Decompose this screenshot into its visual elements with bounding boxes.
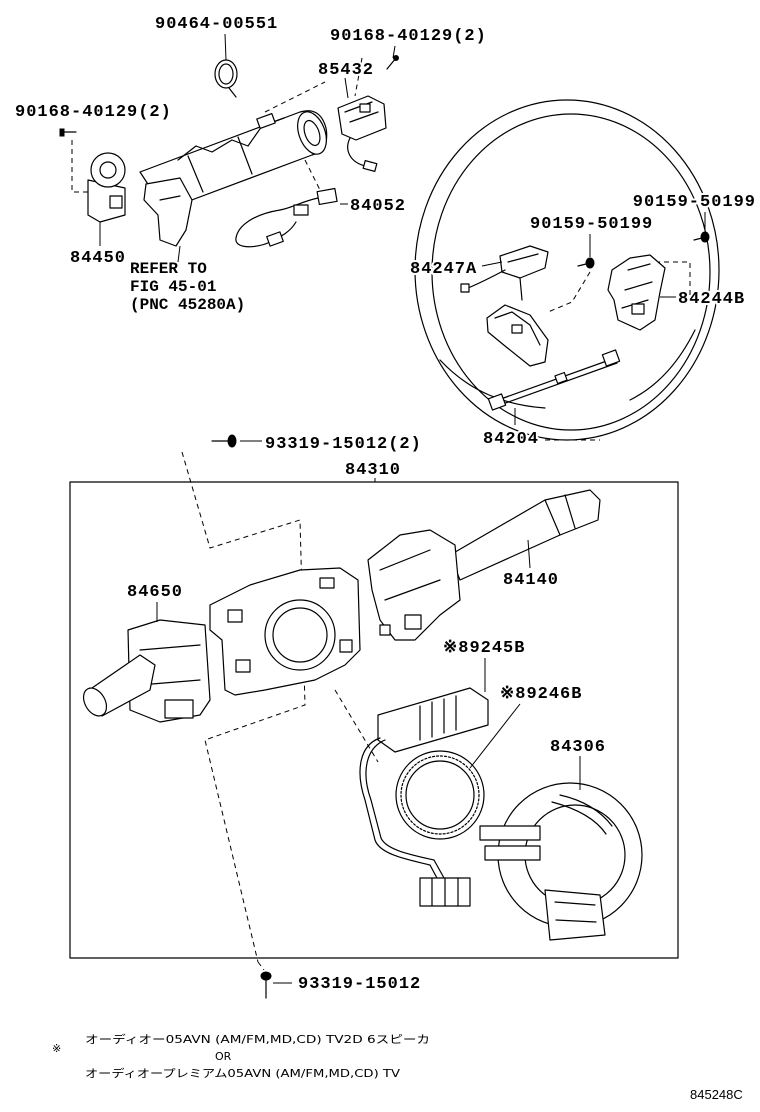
footnote-or: OR — [215, 1050, 232, 1063]
label-screw-outer: 90159-50199 — [633, 193, 756, 212]
refer-line-1: REFER TO — [130, 260, 207, 278]
label-headlamp-switch: 84650 — [127, 583, 183, 602]
sensor-85432 — [337, 95, 387, 173]
label-screw-bottom: 93319-15012 — [298, 975, 421, 994]
leader-lines — [99, 33, 706, 984]
dashed-guide-module — [334, 689, 379, 763]
screw-90168-left — [59, 128, 77, 137]
switch-pad-84247a — [486, 304, 549, 367]
footnote-line-2: オーディオープレミアム05AVN (AM/FM,MD,CD) TV — [85, 1066, 401, 1080]
footnote-line-1: オーディオー05AVN (AM/FM,MD,CD) TV2D 6スピーカ — [85, 1032, 430, 1046]
switch-84450 — [87, 152, 126, 223]
label-screw-top: 93319-15012(2) — [265, 435, 422, 454]
clamp-band — [214, 59, 238, 98]
screw-90168-right — [386, 55, 399, 70]
dashed-guide-center-body — [181, 451, 306, 963]
label-module-89245b: ※89245B — [443, 639, 525, 658]
label-clamp-band: 90464-00551 — [155, 15, 278, 34]
switch-84244b — [607, 254, 666, 331]
switch-body-center — [209, 567, 361, 696]
label-wiper-switch: 84140 — [503, 571, 559, 590]
spiral-cable-84306 — [479, 782, 643, 941]
headlamp-switch-84650 — [82, 619, 211, 723]
module-89245b — [359, 687, 489, 907]
label-assembly-84310: 84310 — [345, 461, 401, 480]
label-harness-84204: 84204 — [483, 430, 539, 449]
label-screw-inner: 90159-50199 — [530, 215, 653, 234]
label-switch-84450: 84450 — [70, 249, 126, 268]
steering-wheel-rim — [414, 99, 720, 441]
screw-93319-top — [211, 434, 237, 448]
screw-90159-outer — [693, 231, 710, 243]
footnote-mark: ※ — [52, 1042, 61, 1055]
steering-column — [139, 110, 328, 247]
label-harness-84052: 84052 — [350, 197, 406, 216]
label-screw-right: 90168-40129(2) — [330, 27, 487, 46]
dashed-guide-column — [264, 81, 326, 113]
dashed-guide-bottom-screw — [257, 961, 265, 971]
screw-93319-bottom — [260, 971, 272, 999]
label-switch-84244b: 84244B — [678, 290, 745, 309]
screw-90159-inner — [577, 257, 595, 269]
wiper-switch-84140 — [367, 489, 601, 641]
dashed-guide-sensor — [354, 57, 363, 97]
switch-84247a — [460, 245, 549, 301]
refer-line-3: (PNC 45280A) — [130, 296, 245, 314]
refer-line-2: FIG 45-01 — [130, 278, 216, 296]
label-ring-89246b: ※89246B — [500, 685, 582, 704]
label-switch-84247a: 84247A — [410, 260, 477, 279]
label-spiral-cable: 84306 — [550, 738, 606, 757]
label-screw-left: 90168-40129(2) — [15, 103, 172, 122]
harness-84204 — [487, 349, 621, 411]
label-sensor: 85432 — [318, 61, 374, 80]
combination-switch-box — [69, 481, 679, 959]
figure-code: 845248C — [690, 1087, 743, 1102]
ring-89246b — [395, 750, 485, 840]
harness-84052 — [235, 159, 338, 248]
